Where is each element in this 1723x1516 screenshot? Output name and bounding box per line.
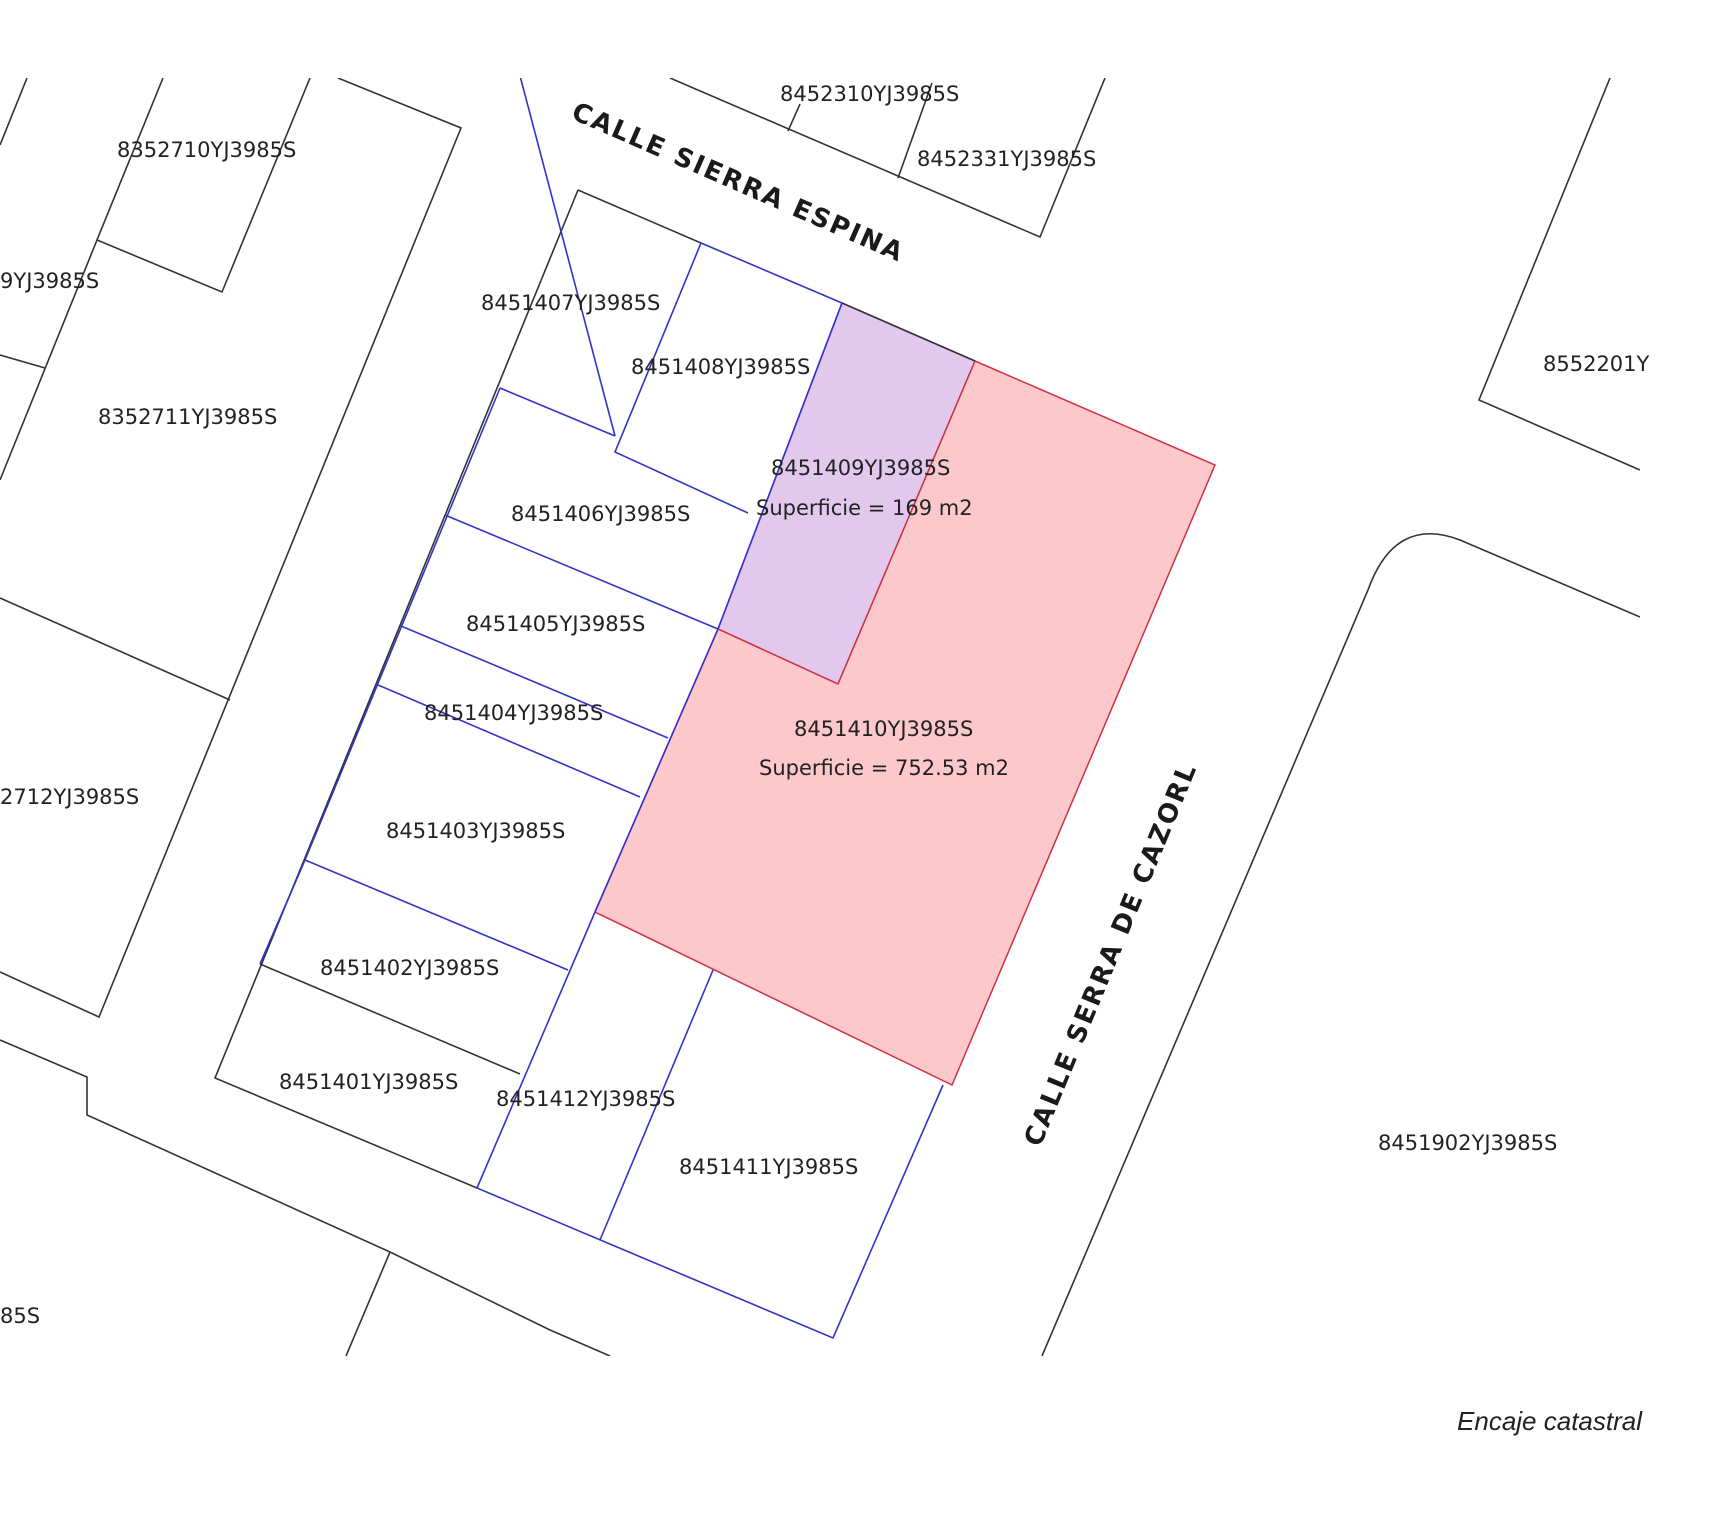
parcel-label: 2712YJ3985S (0, 785, 139, 809)
parcel-label: 8451411YJ3985S (679, 1155, 858, 1179)
parcel-label: 8451408YJ3985S (631, 355, 810, 379)
parcel-label: 8552201Y (1543, 352, 1650, 376)
parcel-label: 8352710YJ3985S (117, 138, 296, 162)
parcel-label: 8452331YJ3985S (917, 147, 1096, 171)
parcel-label: 8451407YJ3985S (481, 291, 660, 315)
cadastral-lines (0, 78, 1640, 1356)
parcel-area-label: Superficie = 169 m2 (756, 496, 973, 520)
parcel-label: 85S (0, 1304, 40, 1328)
parcel-label: 8451401YJ3985S (279, 1070, 458, 1094)
parcel-label: 8451412YJ3985S (496, 1087, 675, 1111)
parcel-label: 8451406YJ3985S (511, 502, 690, 526)
figure-caption: Encaje catastral (1457, 1406, 1642, 1436)
parcel-label: 8451410YJ3985S (794, 717, 973, 741)
parcel-area-label: Superficie = 752.53 m2 (759, 756, 1009, 780)
parcel-label: 8451409YJ3985S (771, 456, 950, 480)
parcel-label: 8451902YJ3985S (1378, 1131, 1557, 1155)
parcel-label: 8451402YJ3985S (320, 956, 499, 980)
parcel-label: 8352711YJ3985S (98, 405, 277, 429)
street-label-sierra-espina: CALLE SIERRA ESPINA (567, 97, 909, 269)
block-lines (259, 78, 944, 1340)
parcel-label: 8452310YJ3985S (780, 82, 959, 106)
parcel-label: 8451403YJ3985S (386, 819, 565, 843)
parcel-label: 8451405YJ3985S (466, 612, 645, 636)
parcel-label: 8451404YJ3985S (424, 701, 603, 725)
parcel-label: 9YJ3985S (0, 269, 99, 293)
